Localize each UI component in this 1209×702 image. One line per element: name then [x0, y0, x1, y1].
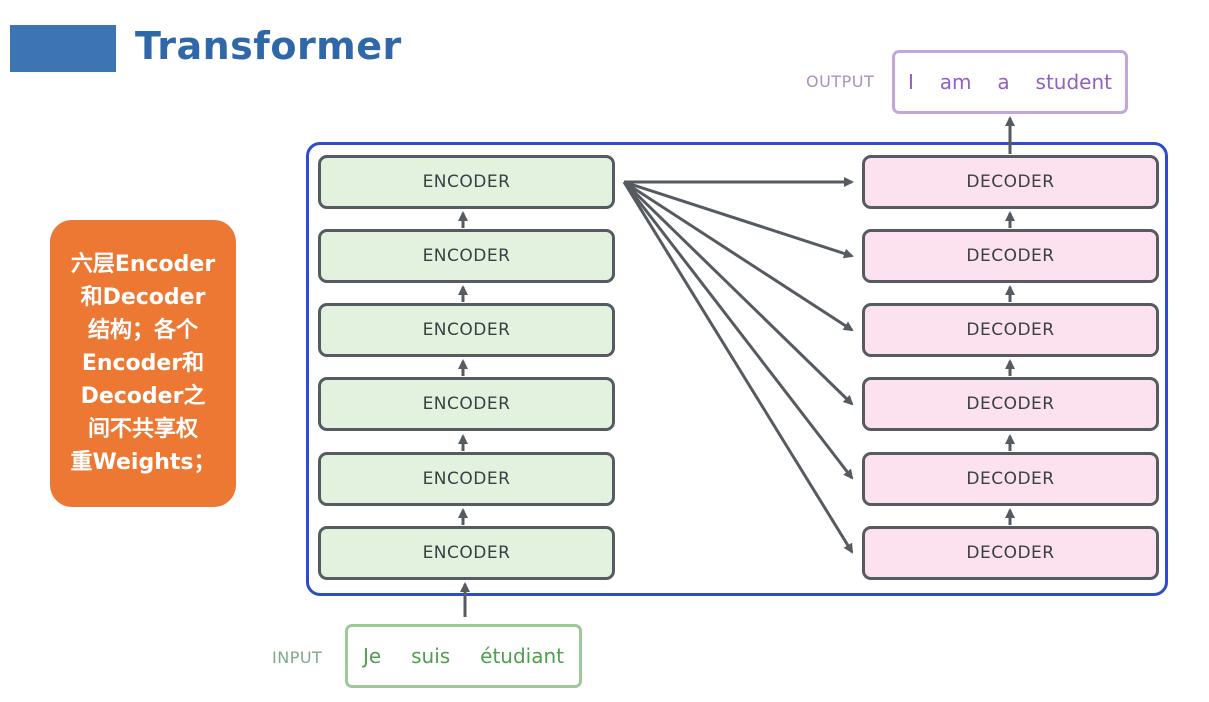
cross-attention-arrow: [623, 180, 854, 332]
decoder-block: DECODER: [862, 526, 1159, 580]
note-line: 和Decoder: [80, 285, 206, 310]
output-token: a: [997, 70, 1010, 94]
encoder-block: ENCODER: [318, 526, 615, 580]
annotation-note: 六层Encoder 和Decoder 结构；各个 Encoder和 Decode…: [50, 220, 236, 507]
output-token: student: [1035, 70, 1112, 94]
decoder-block: DECODER: [862, 452, 1159, 506]
page-title: Transformer: [135, 24, 402, 68]
note-line: 结构；各个: [87, 318, 198, 343]
output-token: I: [907, 70, 914, 94]
cross-attention-arrow: [622, 181, 854, 480]
transformer-frame: [306, 142, 1168, 596]
note-line: 间不共享权: [87, 417, 198, 442]
input-sentence-box: Je suis étudiant: [345, 624, 582, 688]
note-line: Encoder和: [81, 351, 205, 376]
decoder-block: DECODER: [862, 377, 1159, 431]
note-line: 六层Encoder: [70, 252, 216, 277]
decoder-block: DECODER: [862, 229, 1159, 283]
encoder-block: ENCODER: [318, 452, 615, 506]
cross-attention-arrow: [622, 180, 854, 406]
input-label: INPUT: [272, 648, 323, 667]
input-token: Je: [362, 644, 382, 668]
decoder-block: DECODER: [862, 303, 1159, 357]
cross-attention-arrow: [622, 181, 854, 554]
decoder-block: DECODER: [862, 155, 1159, 209]
encoder-block: ENCODER: [318, 229, 615, 283]
cross-attention-arrow: [623, 180, 854, 259]
title-accent-bar: [10, 25, 116, 72]
output-sentence-box: I am a student: [892, 50, 1128, 114]
input-token: suis: [411, 644, 451, 668]
encoder-block: ENCODER: [318, 303, 615, 357]
encoder-block: ENCODER: [318, 377, 615, 431]
encoder-block: ENCODER: [318, 155, 615, 209]
output-label: OUTPUT: [806, 72, 875, 91]
note-line: Decoder之: [80, 384, 206, 409]
input-token: étudiant: [480, 644, 565, 668]
output-token: am: [939, 70, 972, 94]
note-line: 重Weights；: [70, 450, 216, 475]
